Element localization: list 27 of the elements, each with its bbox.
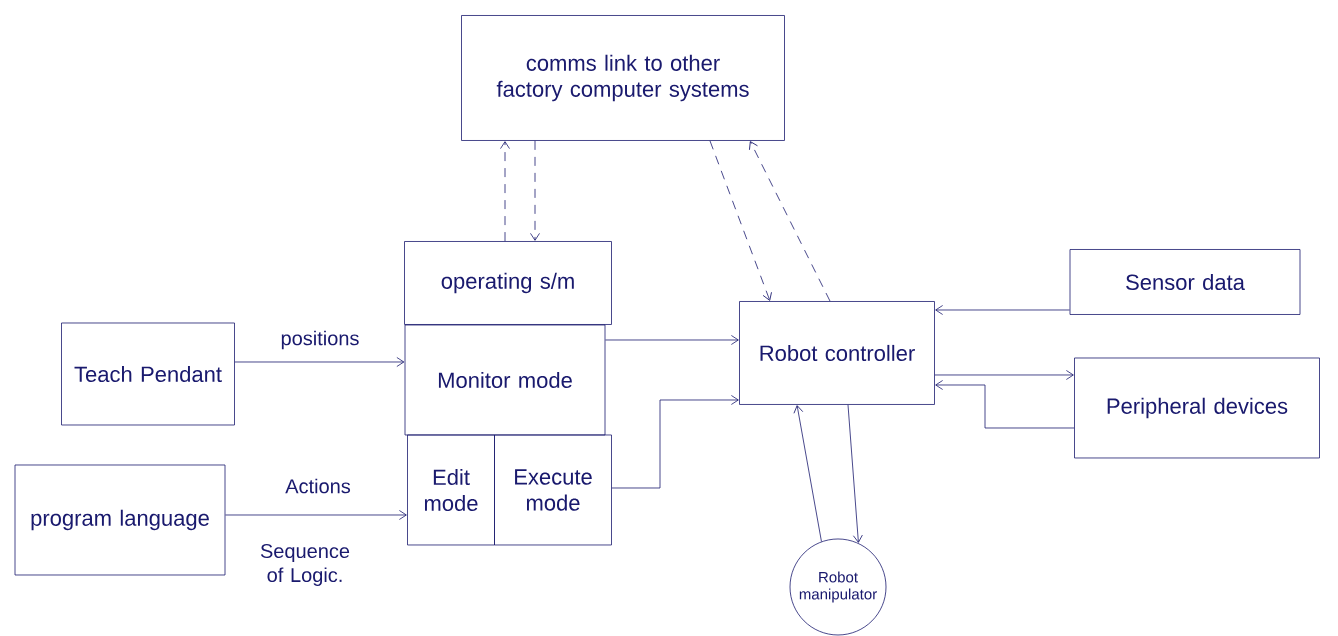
arrow <box>225 510 407 520</box>
arrow <box>793 405 822 542</box>
process-box: program language <box>14 464 226 576</box>
edge-label: positions <box>281 330 359 350</box>
arrow <box>935 305 1070 315</box>
arrow <box>709 140 772 301</box>
process-box: Robot controller <box>739 301 935 405</box>
arrow <box>234 357 405 367</box>
arrow <box>749 141 831 302</box>
process-box: comms link to other factory computer systems <box>461 15 785 141</box>
note-text: Sequence of Logic. <box>260 543 350 587</box>
process-box: Edit mode <box>407 434 495 546</box>
arrow <box>934 370 1074 380</box>
arrow <box>605 335 739 345</box>
arrow <box>530 140 540 241</box>
process-box: Peripheral devices <box>1074 357 1320 459</box>
process-box: operating s/m <box>404 241 612 325</box>
edge-label: Actions <box>285 478 351 494</box>
process-box: Sensor data <box>1069 249 1301 315</box>
arrow <box>935 380 1075 429</box>
arrow <box>500 141 510 242</box>
process-box: Monitor mode <box>404 324 606 436</box>
circle-node: Robot manipulator <box>789 538 887 636</box>
process-box: Teach Pendant <box>61 322 235 426</box>
arrow <box>611 395 739 489</box>
process-box: Execute mode <box>494 434 612 546</box>
arrow <box>847 404 863 543</box>
